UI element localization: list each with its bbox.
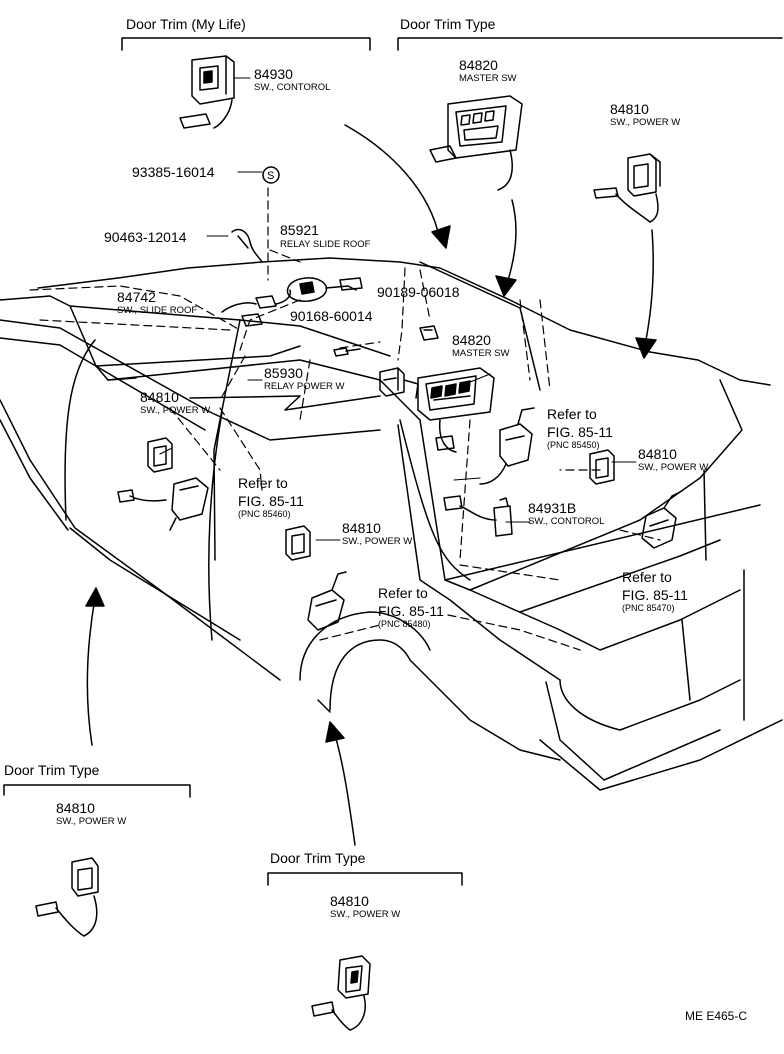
pointer-arrows [85,124,657,846]
power-window-switch-right-icon [589,449,615,485]
ref-85480-line1: Refer to [378,585,428,601]
relay-power-window-icon [379,367,419,399]
door-lock-motor-right-icon [479,407,535,485]
part-desc-84810-bottom-mid: SW., POWER W [330,909,401,920]
part-number-84810-bottom-mid: 84810 [330,893,369,909]
switch-84930-icon [179,55,235,129]
ref-85470-line1: Refer to [622,569,672,585]
ref-85450-pnc: (PNC 85450) [547,440,600,450]
part-desc-84810-bottom-left: SW., POWER W [56,816,127,827]
power-window-switch-bottom-mid-icon [311,955,371,1031]
clip-90189-icon [419,325,439,341]
door-lock-motor-far-right-icon [641,491,681,549]
part-desc-84930: SW., CONTOROL [254,82,331,93]
part-number-84810-bottom-left: 84810 [56,800,95,816]
part-number-85921: 85921 [280,222,319,238]
s-symbol-letter: S [267,170,274,182]
part-desc-84820-top: MASTER SW [459,73,517,84]
door-lock-motor-center-icon [307,571,347,631]
part-number-84742: 84742 [117,289,156,305]
part-desc-84810-center: SW., POWER W [342,536,413,547]
part-desc-85921: RELAY SLIDE ROOF [280,239,371,250]
section-heading-my-life: Door Trim (My Life) [126,16,246,32]
dashed-leaders [29,187,661,651]
ref-85480-line2: FIG. 85-11 [378,603,444,619]
power-window-switch-center-icon [285,525,311,561]
bolt-90168-icon [333,347,361,357]
ref-85450-line2: FIG. 85-11 [547,424,613,440]
part-number-84810-topright: 84810 [610,101,649,117]
clamp-90463-icon [231,228,263,263]
part-desc-84810-right: SW., POWER W [638,462,709,473]
master-switch-mid-icon [417,367,495,453]
part-number-84810-center: 84810 [342,520,381,536]
part-number-85930: 85930 [264,365,303,381]
ref-85450-line1: Refer to [547,406,597,422]
ref-85470-line2: FIG. 85-11 [622,587,688,603]
part-desc-84820-mid: MASTER SW [452,348,510,359]
section-heading-door-trim-type-bottom-left: Door Trim Type [4,762,100,778]
s-symbol: S [262,166,280,184]
part-number-90463-12014: 90463-12014 [104,229,187,245]
part-number-84810-right: 84810 [638,446,677,462]
ref-85460-pnc: (PNC 85460) [238,509,291,519]
slide-roof-switch-icon [221,289,292,327]
figure-code: ME E465-C [685,1009,748,1023]
part-desc-84810-topright: SW., POWER W [610,117,681,128]
power-window-switch-topright-icon [593,153,661,223]
car-body-outline [0,257,783,791]
part-leaders [159,77,637,541]
ref-85460-line1: Refer to [238,475,288,491]
ref-85480-pnc: (PNC 85480) [378,619,431,629]
control-switch-84931b-icon [443,495,513,537]
door-lock-motor-left-icon [117,477,209,531]
part-number-84810-left: 84810 [140,389,179,405]
part-number-84931b: 84931B [528,500,577,516]
section-heading-door-trim-type-bottom-mid: Door Trim Type [270,850,366,866]
part-desc-85930: RELAY POWER W [264,381,345,392]
ref-85470-pnc: (PNC 85470) [622,603,675,613]
part-number-84930: 84930 [254,66,293,82]
part-number-84820-top: 84820 [459,57,498,73]
power-window-switch-left-icon [147,437,173,473]
part-number-90168-60014: 90168-60014 [290,308,373,324]
part-number-84820-mid: 84820 [452,332,491,348]
part-desc-84931b: SW., CONTOROL [528,516,605,527]
ref-85460-line2: FIG. 85-11 [238,493,304,509]
power-window-switch-bottom-left-icon [35,857,99,937]
section-heading-door-trim-type-top: Door Trim Type [400,16,496,32]
part-number-93385-16014: 93385-16014 [132,164,215,180]
section-brackets [3,37,783,886]
part-desc-84742: SW., SLIDE ROOF [117,305,198,316]
master-switch-top-icon [429,95,523,191]
part-desc-84810-left: SW., POWER W [140,405,211,416]
part-number-90189-06018: 90189-06018 [377,284,460,300]
relay-slide-roof-icon [286,277,363,302]
